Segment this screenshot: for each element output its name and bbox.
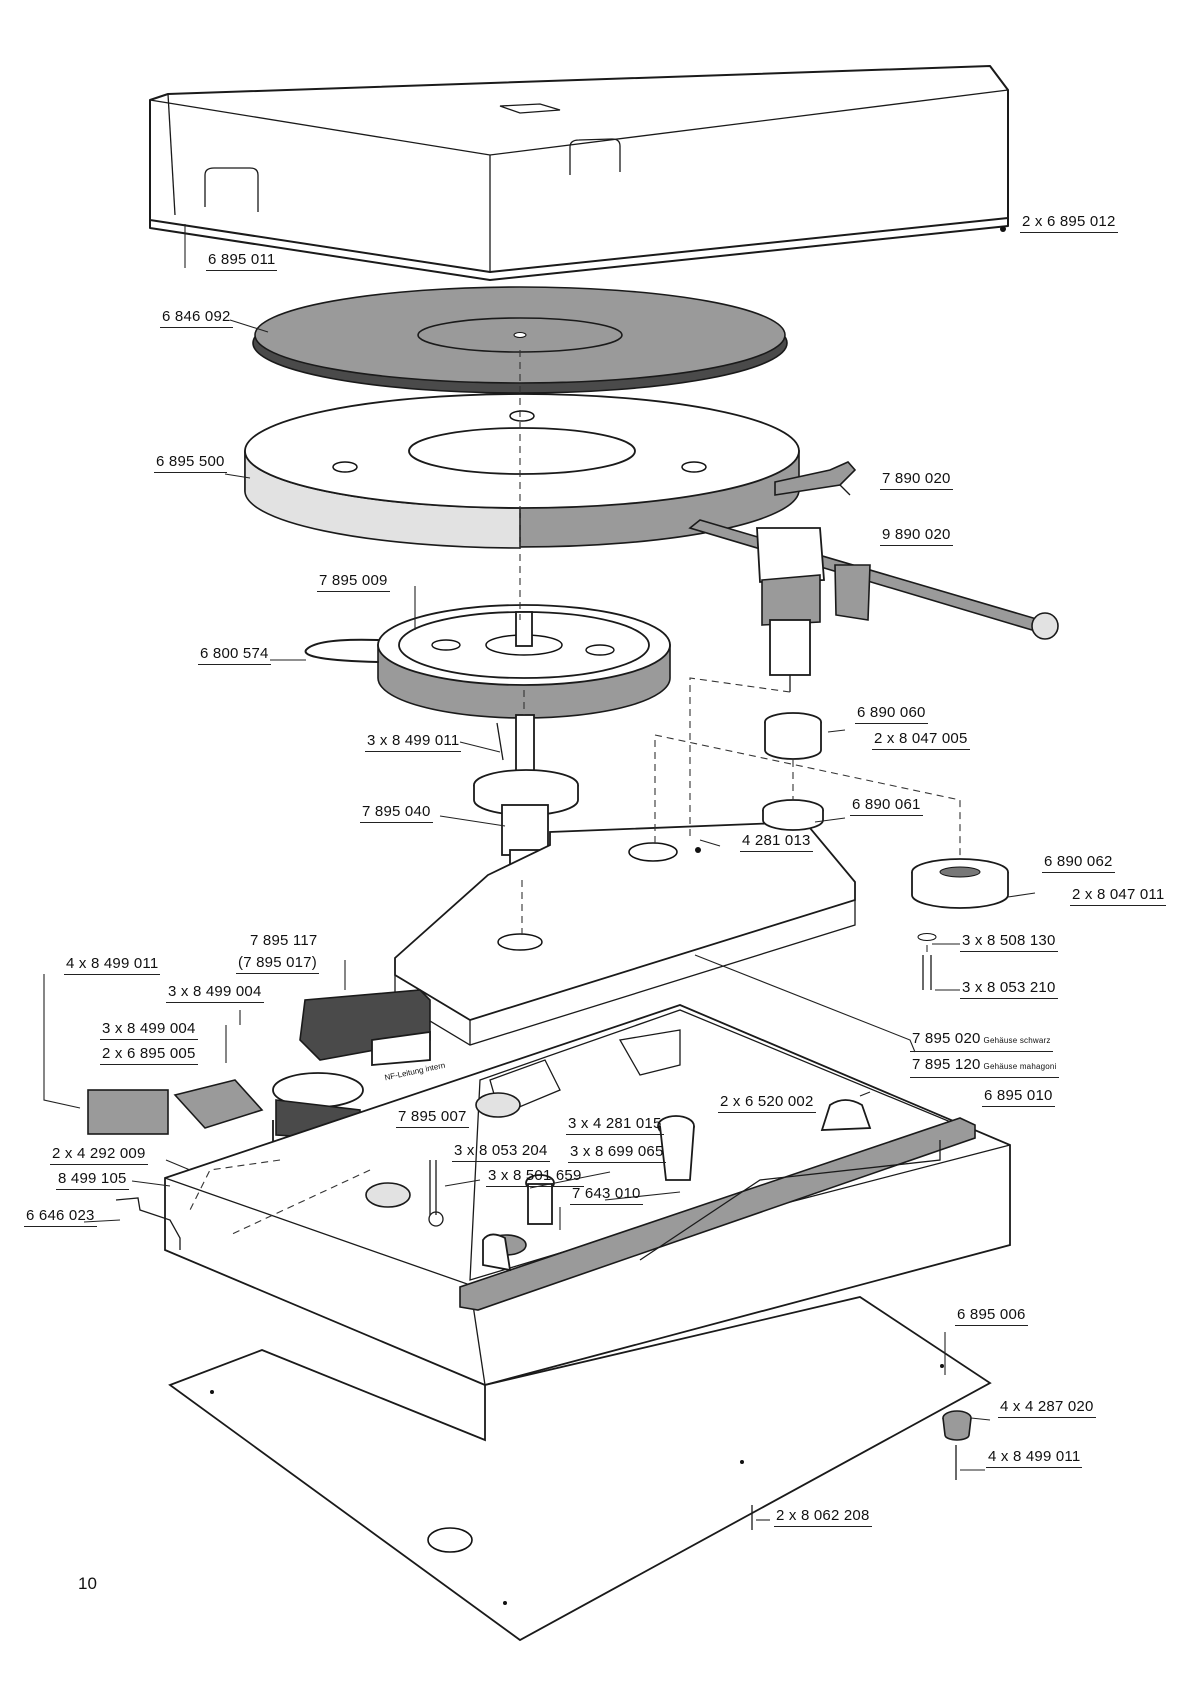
housing-mahogany-number: 7 895 120: [912, 1056, 981, 1073]
label-block-screws-a: 3 x 8 499 004: [166, 983, 264, 1003]
label-arm-base: 6 890 062: [1042, 853, 1115, 873]
leader-lines: [43, 224, 1036, 1521]
label-arm-nut: 6 890 061: [850, 796, 923, 816]
label-top-board: 6 895 010: [982, 1087, 1055, 1107]
platter-shape: [244, 393, 800, 549]
housing-mahogany-note: Gehäuse mahagoni: [983, 1062, 1057, 1071]
label-arm-rest: 7 890 020: [880, 470, 953, 490]
subplatter-shape: [304, 604, 671, 719]
housing-black-note: Gehäuse schwarz: [983, 1036, 1051, 1045]
label-bracket: 6 646 023: [24, 1207, 97, 1227]
label-feet-screws: 4 x 8 499 011: [986, 1448, 1083, 1468]
label-main-bearing: 7 895 040: [360, 803, 433, 823]
hinge-screw-dot: [1000, 226, 1006, 232]
tonearm-shape: [688, 519, 1059, 692]
label-drive-belt: 6 800 574: [198, 645, 271, 665]
label-switch-block: 7 895 117: [250, 932, 318, 949]
label-cable-clamps: 2 x 6 895 005: [100, 1045, 198, 1065]
label-platter: 6 895 500: [154, 453, 227, 473]
label-chassis-grommet: 4 281 013: [740, 832, 813, 852]
bottom-plate-shape: [168, 1296, 992, 1642]
label-block-screws-left: 4 x 8 499 011: [64, 955, 161, 975]
label-chassis-screws: 3 x 8 053 210: [960, 979, 1058, 999]
platter-mat-shape: [252, 286, 788, 394]
dust-cover-shape: [149, 65, 1009, 281]
label-single-screw: 8 499 105: [56, 1170, 129, 1190]
housing-black-number: 7 895 020: [912, 1030, 981, 1047]
label-block-screws-b: 3 x 8 499 004: [100, 1020, 198, 1040]
label-cue-knobs: 2 x 6 520 002: [718, 1093, 816, 1113]
chassis-plate-shape: [394, 821, 856, 1046]
label-long-screws: 3 x 8 053 204: [452, 1142, 550, 1162]
label-switch-block-alt: (7 895 017): [236, 954, 319, 974]
housing-detail-shapes: [115, 1092, 872, 1272]
label-hinges: 2 x 4 292 009: [50, 1145, 148, 1165]
label-washers: 3 x 8 508 130: [960, 932, 1058, 952]
label-platter-mat: 6 846 092: [160, 308, 233, 328]
label-spring-feet: 3 x 8 699 065: [568, 1143, 666, 1163]
label-bearing-screws: 3 x 8 499 011: [365, 732, 462, 752]
label-dust-cover: 6 895 011: [206, 251, 278, 271]
label-cover-hinge-screws: 2 x 6 895 012: [1020, 213, 1118, 233]
assembly-lines: [189, 350, 961, 1236]
label-grommets: 3 x 4 281 015: [566, 1115, 664, 1135]
label-tonearm: 9 890 020: [880, 526, 953, 546]
label-arm-base-set-screws: 2 x 8 047 011: [1070, 886, 1167, 906]
label-spacer-washers: 3 x 8 501 659: [486, 1167, 584, 1187]
label-bottom-screws: 2 x 8 062 208: [774, 1507, 872, 1527]
housing-shape: [164, 1004, 1011, 1386]
arm-mount-shapes: [762, 712, 1009, 990]
label-collar-set-screws: 2 x 8 047 005: [872, 730, 970, 750]
page-number: 10: [78, 1574, 97, 1593]
label-bottom-plate: 6 895 006: [955, 1306, 1028, 1326]
label-subplatter: 7 895 009: [317, 572, 390, 592]
label-feet: 4 x 4 287 020: [998, 1398, 1096, 1418]
arm-rest-shape: [774, 461, 857, 496]
label-arm-collar: 6 890 060: [855, 704, 928, 724]
label-motor-pulley: 7 895 007: [396, 1108, 469, 1128]
main-bearing-shape: [473, 714, 579, 876]
label-speed-control: 7 643 010: [570, 1185, 643, 1205]
